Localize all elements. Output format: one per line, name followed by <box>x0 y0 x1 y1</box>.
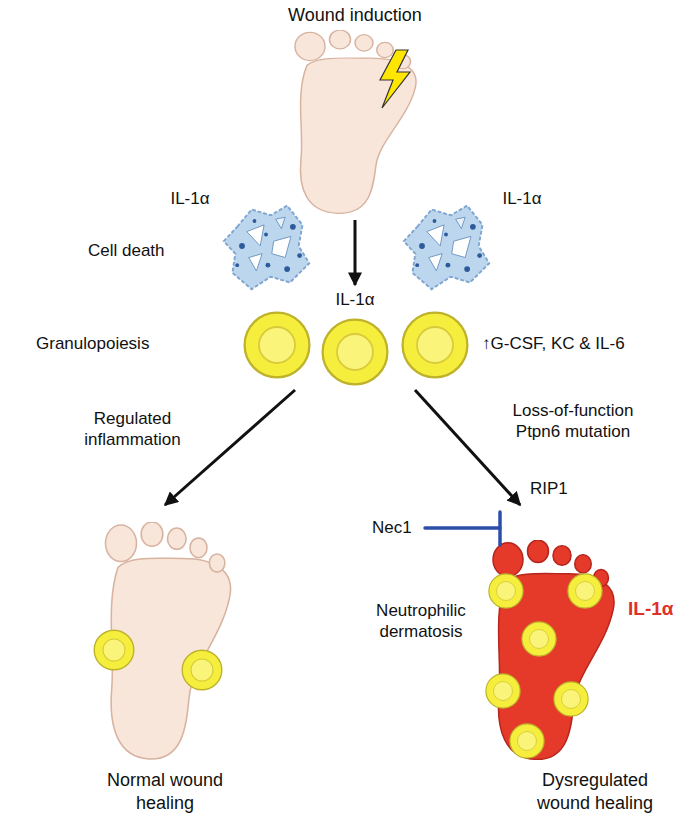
inflamed-foot <box>493 540 614 759</box>
inhibitor-label: Nec1 <box>372 517 424 538</box>
neutrophil-cluster <box>245 313 468 385</box>
foot-neutrophils <box>94 630 134 670</box>
neutrophil-cluster <box>403 313 468 378</box>
arrow-connector <box>354 220 357 285</box>
neutrophil-cluster <box>323 320 388 385</box>
dermatosis-outcome-panel: Neutrophilic dermatosis IL-1αDysregulated… <box>360 505 695 817</box>
cytokine-list: ↑G-CSF, KC & IL-6 <box>482 333 682 354</box>
dermatosis-neutrophils <box>568 574 602 608</box>
foot-neutrophils <box>94 630 222 690</box>
granulocyte-panel: IL-1α <box>235 285 475 390</box>
wound-panel: Wound induction <box>250 4 460 220</box>
process-label: Granulopoiesis <box>36 333 186 354</box>
lightning-bolt <box>380 50 410 108</box>
dead-cells <box>224 206 309 290</box>
normal-outcome-panel: Normal wound healing <box>70 505 260 817</box>
dermatosis-neutrophils <box>554 682 588 716</box>
node-text: IL-1α <box>628 597 688 621</box>
cytokine-label: IL-1α <box>492 188 552 209</box>
dermatosis-neutrophils <box>522 622 556 656</box>
inhibition-symbol <box>425 512 500 545</box>
edge-label: Loss-of-function Ptpn6 mutation <box>488 400 658 443</box>
dead-cells <box>404 206 489 290</box>
dermatosis-neutrophils <box>489 574 523 608</box>
node-text: Neutrophilic dermatosis <box>360 600 482 643</box>
dermatosis-neutrophils <box>510 724 544 758</box>
inhibition-symbol <box>425 526 500 530</box>
dermatosis-neutrophils <box>486 574 602 758</box>
process-label: Cell death <box>88 240 198 261</box>
node-text: Wound induction <box>250 4 460 27</box>
dead-cells <box>224 206 489 290</box>
neutrophil-cluster <box>245 313 310 378</box>
node-text: Dysregulated wound healing <box>530 769 660 814</box>
node-text: Normal wound healing <box>95 769 235 814</box>
cytokine-label: IL-1α <box>160 188 220 209</box>
arrow-connector <box>415 390 520 505</box>
wounded-foot <box>295 30 416 213</box>
node-text: IL-1α <box>235 289 475 310</box>
foot-neutrophils <box>182 650 222 690</box>
protein-label: RIP1 <box>530 478 590 499</box>
dermatosis-neutrophils <box>486 674 520 708</box>
inflamed-foot <box>493 540 614 759</box>
arrow-connector <box>165 390 295 505</box>
edge-label: Regulated inflammation <box>65 408 200 451</box>
inhibition-symbol <box>498 512 502 545</box>
wounded-foot <box>295 30 416 213</box>
